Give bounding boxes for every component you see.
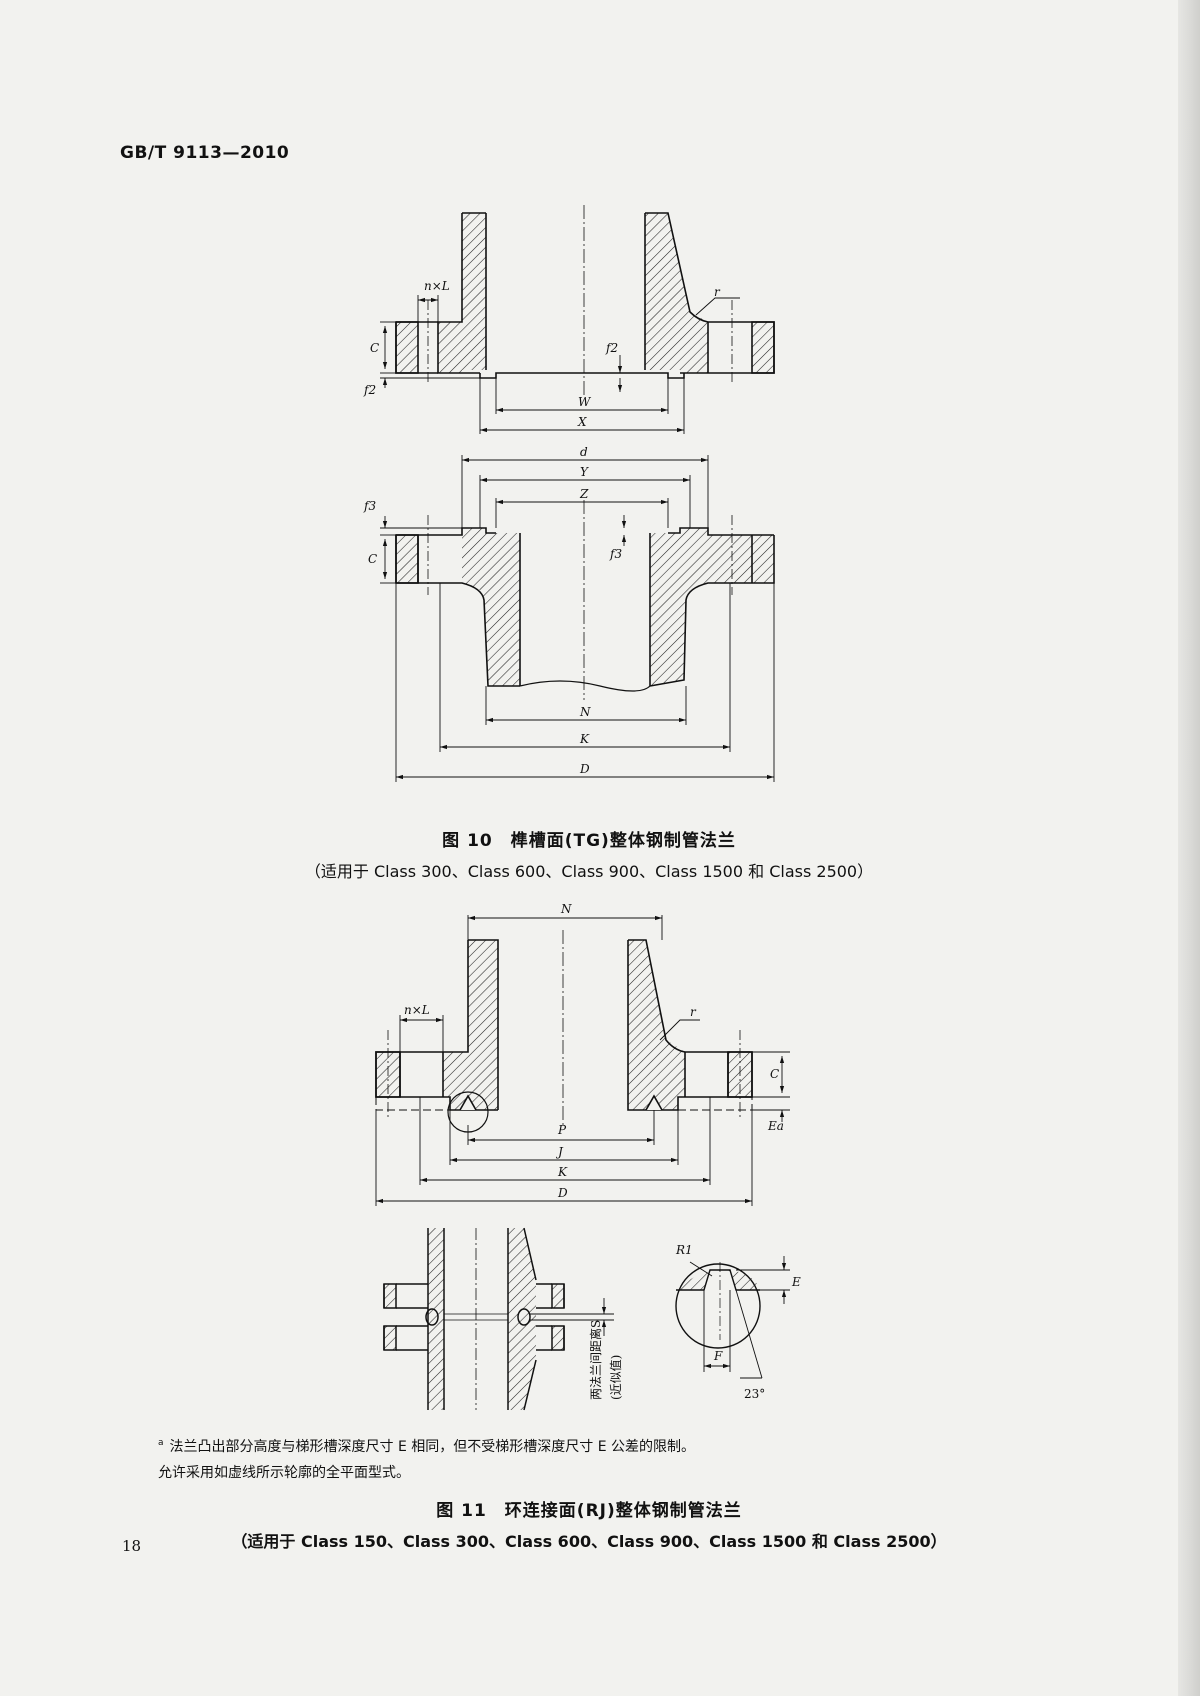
fig11-assembly-labels: 两法兰间距离S (近似值) (588, 1320, 623, 1400)
fig10-bottom-labels: d Y Z f3 C f3 N K D (363, 445, 622, 776)
label-dd: D (579, 762, 590, 776)
page-number: 18 (122, 1537, 142, 1555)
label-c: C (370, 341, 379, 355)
label-f3: f3 (363, 499, 376, 513)
note-a-mark: a (158, 1438, 164, 1449)
label-c2: C (368, 552, 377, 566)
page-edge-shadow (1178, 0, 1200, 1696)
fig11-groove-detail (675, 1262, 761, 1349)
label-z: Z (579, 487, 589, 501)
fig10-tongue-flange (395, 500, 775, 700)
note-b: 允许采用如虚线所示轮廓的全平面型式。 (158, 1465, 410, 1481)
fig10-title: 图 10 榫槽面(TG)整体钢制管法兰 (442, 831, 736, 851)
label-d11: D (557, 1186, 568, 1200)
fig10-bottom-dimensions (380, 455, 775, 782)
standard-header: GB/T 9113—2010 (120, 143, 290, 163)
label-s2: (近似值) (608, 1355, 623, 1400)
fig11-detail-dims (689, 1256, 790, 1379)
label-f2: f2 (363, 383, 376, 397)
fig11-top-labels: N n×L r C Ea P J K D (404, 902, 784, 1200)
fig11-rj-flange (375, 930, 753, 1133)
label-e11: Ea (767, 1119, 784, 1133)
label-r: r (714, 285, 721, 299)
fig10-subtitle: （适用于 Class 300、Class 600、Class 900、Class… (304, 862, 874, 881)
label-r1: R1 (675, 1243, 693, 1257)
label-s: 两法兰间距离S (588, 1320, 603, 1400)
fig11-assembly-dims (530, 1298, 614, 1336)
label-p11: P (557, 1123, 567, 1137)
label-nxl: n×L (424, 279, 450, 293)
fig10-top-dimensions (380, 295, 740, 434)
label-k: K (579, 732, 590, 746)
fig11-assembly (383, 1227, 565, 1411)
fig10-top-labels: n×L C f2 f2 r W X (363, 279, 721, 429)
label-angle: 23° (744, 1387, 765, 1401)
fig11-title: 图 11 环连接面(RJ)整体钢制管法兰 (436, 1501, 742, 1521)
fig10-groove-flange (395, 205, 775, 395)
label-w: W (578, 395, 592, 409)
label-nxl11: n×L (404, 1003, 430, 1017)
fig11-top-dimensions (375, 915, 790, 1206)
label-f: F (713, 1349, 723, 1363)
label-n11: N (560, 902, 572, 916)
label-d: d (580, 445, 588, 459)
note-a-text: 法兰凸出部分高度与梯形槽深度尺寸 E 相同，但不受梯形槽深度尺寸 E 公差的限制… (169, 1439, 696, 1455)
label-y: Y (580, 465, 589, 479)
fig11-detail-labels: R1 E F 23° (675, 1243, 801, 1401)
label-r11: r (690, 1005, 697, 1019)
note-a: a 法兰凸出部分高度与梯形槽深度尺寸 E 相同，但不受梯形槽深度尺寸 E 公差的限… (158, 1436, 695, 1456)
label-f3b: f3 (609, 547, 622, 561)
label-j11: J (555, 1145, 564, 1159)
label-f2b: f2 (605, 341, 618, 355)
label-c11: C (770, 1067, 779, 1081)
label-k11: K (557, 1165, 568, 1179)
label-e2: E (791, 1275, 801, 1289)
label-x: X (577, 415, 587, 429)
fig11-subtitle: （适用于 Class 150、Class 300、Class 600、Class… (231, 1532, 947, 1551)
label-n: N (579, 705, 591, 719)
